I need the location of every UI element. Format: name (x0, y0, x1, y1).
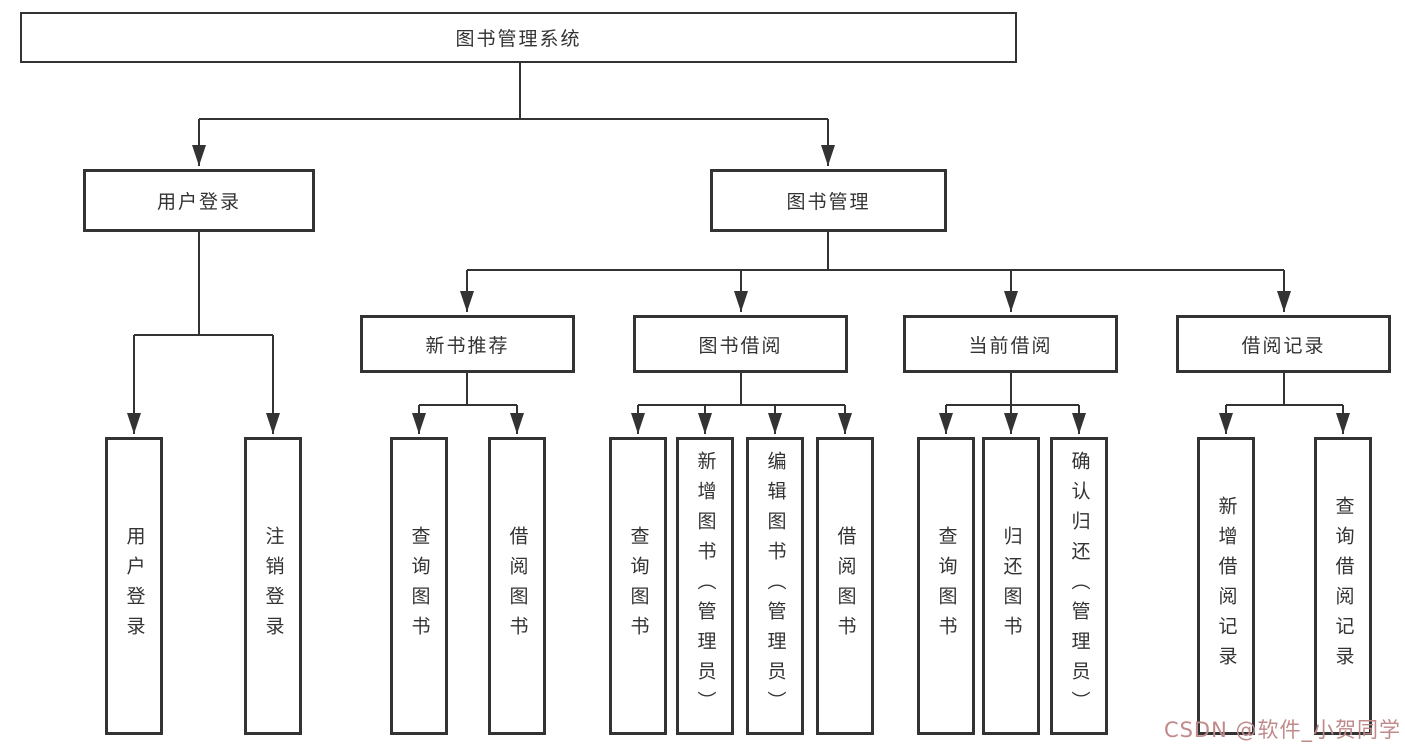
leaf-add-book-admin: 新增图书（管理员） (676, 437, 734, 735)
leaf-borrow-book: 借阅图书 (816, 437, 874, 735)
node-label: 用户登录 (156, 191, 241, 213)
leaf-confirm-return-admin: 确认归还（管理员） (1050, 437, 1108, 735)
leaf-label: 编辑图书（管理员） (764, 451, 787, 721)
leaf-label: 新增图书（管理员） (694, 451, 717, 721)
node-label: 图书管理系统 (455, 28, 582, 50)
leaf-logout: 注销登录 (244, 437, 302, 735)
leaf-label: 查询图书 (627, 526, 650, 646)
leaf-label: 确认归还（管理员） (1068, 451, 1091, 721)
leaf-label: 用户登录 (123, 526, 146, 646)
leaf-label: 注销登录 (262, 526, 285, 646)
leaf-label: 归还图书 (1000, 526, 1023, 646)
node-borrow-records: 借阅记录 (1176, 315, 1391, 373)
leaf-query-book-recommend: 查询图书 (390, 437, 448, 735)
node-current-borrow: 当前借阅 (903, 315, 1118, 373)
leaf-add-borrow-record: 新增借阅记录 (1197, 437, 1255, 735)
node-new-book-recommend: 新书推荐 (360, 315, 575, 373)
node-label: 借阅记录 (1241, 334, 1326, 357)
leaf-label: 借阅图书 (834, 526, 857, 646)
node-book-borrow: 图书借阅 (633, 315, 848, 373)
leaf-user-login: 用户登录 (105, 437, 163, 735)
leaf-query-book-current: 查询图书 (917, 437, 975, 735)
leaf-label: 查询图书 (935, 526, 958, 646)
leaf-label: 查询借阅记录 (1332, 496, 1355, 676)
leaf-label: 借阅图书 (506, 526, 529, 646)
node-library-system: 图书管理系统 (20, 12, 1017, 63)
leaf-label: 新增借阅记录 (1215, 496, 1238, 676)
node-label: 当前借阅 (968, 334, 1053, 357)
node-label: 新书推荐 (425, 334, 510, 357)
leaf-query-borrow-record: 查询借阅记录 (1314, 437, 1372, 735)
node-book-management: 图书管理 (710, 169, 947, 232)
leaf-borrow-book-recommend: 借阅图书 (488, 437, 546, 735)
leaf-return-book: 归还图书 (982, 437, 1040, 735)
leaf-label: 查询图书 (408, 526, 431, 646)
leaf-edit-book-admin: 编辑图书（管理员） (746, 437, 804, 735)
node-user-login: 用户登录 (83, 169, 315, 232)
node-label: 图书借阅 (698, 334, 783, 357)
leaf-query-book: 查询图书 (609, 437, 667, 735)
csdn-watermark: CSDN @软件_小贺同学 (1163, 718, 1401, 742)
node-label: 图书管理 (786, 191, 871, 213)
